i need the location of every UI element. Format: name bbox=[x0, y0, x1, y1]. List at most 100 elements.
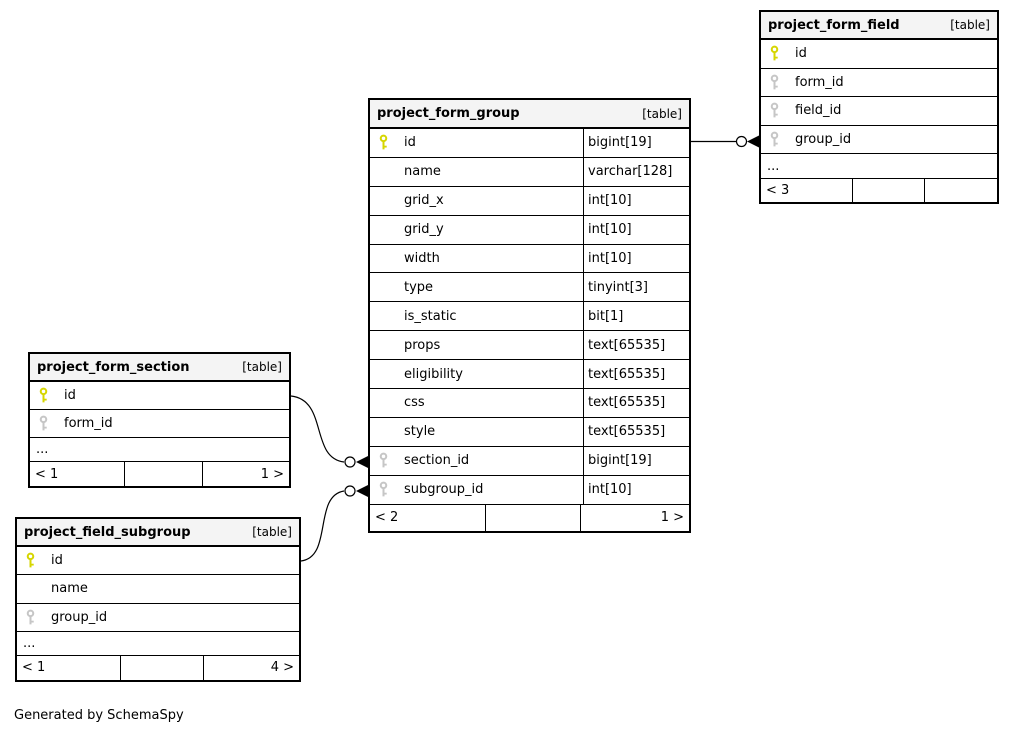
footer-related-out: 4 > bbox=[203, 655, 299, 680]
footer-related-in: < 1 bbox=[35, 466, 59, 482]
column-name-cell: name bbox=[370, 158, 583, 186]
footer-mid-cell bbox=[852, 179, 924, 202]
column-name: name bbox=[51, 581, 88, 597]
column-name-cell: section_id bbox=[370, 447, 583, 475]
table-footer: < 3 bbox=[761, 179, 997, 202]
column-type: int[10] bbox=[583, 475, 689, 504]
edge-project_form_field-group_id bbox=[691, 135, 759, 148]
column-row: name varchar[128] bbox=[370, 157, 689, 187]
column-name: grid_x bbox=[404, 193, 444, 209]
column-row: type tinyint[3] bbox=[370, 273, 689, 303]
column-type: text[65535] bbox=[583, 360, 689, 389]
column-name: style bbox=[404, 424, 436, 440]
column-row: form_id bbox=[761, 69, 997, 97]
column-name: section_id bbox=[404, 453, 470, 469]
table-header: project_form_group[table] bbox=[370, 100, 689, 129]
column-name: props bbox=[404, 337, 441, 353]
footer-related-out: 1 > bbox=[580, 504, 689, 531]
primary-key-icon bbox=[25, 552, 51, 569]
footer-related-in: < 3 bbox=[766, 183, 790, 198]
foreign-key-icon bbox=[378, 452, 404, 469]
column-row: group_id bbox=[17, 604, 299, 632]
column-row: group_id bbox=[761, 126, 997, 154]
column-type: text[65535] bbox=[583, 389, 689, 417]
column-name-cell: css bbox=[370, 389, 583, 417]
table-type-badge: [table] bbox=[642, 106, 682, 121]
column-row: subgroup_id int[10] bbox=[370, 475, 689, 505]
column-name: grid_y bbox=[404, 222, 444, 238]
column-row: id bbox=[761, 40, 997, 69]
column-row: form_id bbox=[30, 410, 289, 438]
column-name-cell: subgroup_id bbox=[370, 476, 583, 504]
footer-mid-cell bbox=[485, 504, 580, 531]
footer-related-out bbox=[924, 179, 997, 202]
column-name: form_id bbox=[64, 416, 113, 431]
edge-project_form_group-section_id bbox=[290, 395, 368, 468]
table-footer: < 2 1 > bbox=[370, 504, 689, 531]
foreign-key-icon bbox=[769, 131, 795, 148]
column-name: eligibility bbox=[404, 366, 463, 382]
column-type: bit[1] bbox=[583, 302, 689, 331]
column-name-cell: id bbox=[370, 129, 583, 157]
column-name-cell: name bbox=[17, 575, 299, 602]
column-name: group_id bbox=[795, 131, 852, 147]
column-name: group_id bbox=[51, 609, 108, 625]
column-name: css bbox=[404, 395, 425, 411]
column-row: eligibility text[65535] bbox=[370, 360, 689, 390]
table-title: project_form_section bbox=[37, 359, 190, 375]
column-name-cell: field_id bbox=[761, 97, 997, 125]
ellipsis-row: ... bbox=[17, 632, 299, 656]
column-row: css text[65535] bbox=[370, 389, 689, 418]
column-row: id bbox=[30, 382, 289, 410]
column-name: id bbox=[795, 46, 807, 62]
column-name-cell: eligibility bbox=[370, 360, 583, 388]
column-name: field_id bbox=[795, 103, 842, 119]
foreign-key-icon bbox=[769, 102, 795, 119]
table-title: project_field_subgroup bbox=[24, 524, 191, 540]
column-name: id bbox=[64, 388, 76, 403]
column-name: id bbox=[51, 553, 63, 569]
column-name-cell: group_id bbox=[761, 126, 997, 154]
table-header: project_field_subgroup [table] bbox=[17, 519, 299, 547]
column-name-cell: form_id bbox=[30, 410, 289, 437]
column-name-cell: grid_x bbox=[370, 187, 583, 215]
column-name-cell: id bbox=[17, 547, 299, 574]
primary-key-icon bbox=[38, 387, 64, 404]
table-type-badge: [table] bbox=[242, 360, 282, 374]
column-name: name bbox=[404, 164, 441, 180]
column-row: id bbox=[17, 547, 299, 576]
column-name-cell: grid_y bbox=[370, 216, 583, 244]
column-name-cell: props bbox=[370, 331, 583, 359]
foreign-key-icon bbox=[38, 415, 64, 432]
column-name-cell: group_id bbox=[17, 604, 299, 631]
column-type: text[65535] bbox=[583, 331, 689, 360]
column-type: tinyint[3] bbox=[583, 273, 689, 302]
column-type: int[10] bbox=[583, 244, 689, 273]
generated-by-note: Generated by SchemaSpy bbox=[14, 708, 184, 723]
column-row: name bbox=[17, 575, 299, 604]
foreign-key-icon bbox=[25, 609, 51, 626]
column-name-cell: type bbox=[370, 273, 583, 301]
table-type-badge: [table] bbox=[252, 525, 292, 539]
footer-related-in: < 2 bbox=[375, 510, 399, 526]
foreign-key-icon bbox=[769, 74, 795, 91]
column-name-cell: id bbox=[30, 382, 289, 409]
column-type: varchar[128] bbox=[583, 157, 689, 186]
table-node-project_field_subgroup[interactable]: project_field_subgroup [table] id name group… bbox=[15, 517, 301, 682]
column-name: type bbox=[404, 279, 434, 295]
column-name: subgroup_id bbox=[404, 482, 484, 498]
table-header: project_form_section [table] bbox=[30, 354, 289, 382]
ellipsis-row: ... bbox=[761, 154, 997, 179]
column-name-cell: id bbox=[761, 40, 997, 68]
primary-key-icon bbox=[378, 134, 404, 151]
column-name: id bbox=[404, 135, 416, 151]
